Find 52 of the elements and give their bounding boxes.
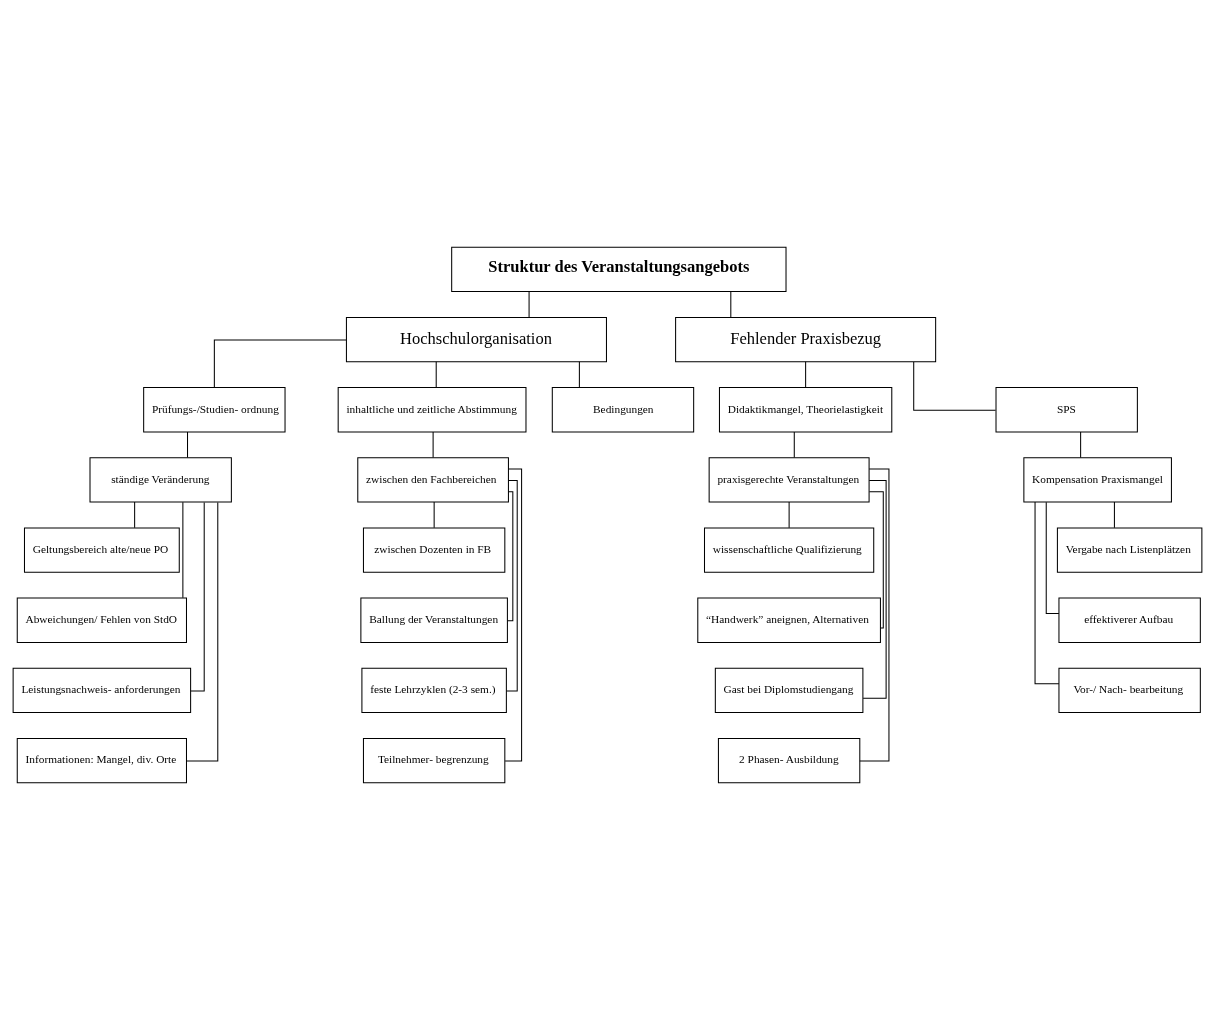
node-box: Kompensation Praxismangel: [1022, 457, 1172, 503]
connector: [793, 431, 795, 459]
node-box: feste Lehrzyklen (2-3 sem.): [360, 667, 507, 714]
connector: [912, 361, 996, 411]
connector: [862, 479, 887, 699]
node-box: Struktur des Veranstaltungsangebots: [450, 246, 787, 293]
connector: [213, 339, 347, 388]
connector: [506, 491, 513, 622]
node-box: Gast bei Diplomstudiengang: [714, 667, 863, 714]
connector: [868, 491, 884, 629]
node-box: Prüfungs-/Studien- ordnung: [142, 387, 286, 433]
node-box: Teilnehmer- begrenzung: [362, 737, 505, 784]
connector: [432, 431, 434, 459]
connector: [528, 291, 530, 318]
connector: [578, 361, 580, 388]
node-box: zwischen den Fachbereichen: [356, 457, 509, 503]
node-box: Fehlender Praxisbezug: [674, 316, 936, 363]
node-box: Vor-/ Nach- bearbeitung: [1057, 667, 1201, 714]
connector: [505, 479, 518, 692]
connector: [133, 501, 135, 529]
node-box: effektiverer Aufbau: [1057, 597, 1201, 643]
node-box: inhaltliche und zeitliche Abstimmung: [337, 387, 526, 433]
connector: [858, 468, 889, 762]
node-box: Abweichungen/ Fehlen von StdO: [16, 597, 187, 643]
connector: [1034, 501, 1059, 685]
connector: [504, 468, 522, 762]
connector: [1045, 501, 1059, 615]
node-box: Geltungsbereich alte/neue PO: [23, 527, 180, 573]
node-box: Leistungsnachweis- anforderungen: [12, 667, 191, 714]
connector: [181, 501, 183, 599]
connector: [1113, 501, 1115, 529]
connector: [435, 361, 437, 388]
connector: [185, 501, 218, 762]
node-box: wissenschaftliche Qualifizierung: [703, 527, 874, 573]
connector: [788, 501, 790, 529]
node-box: Hochschulorganisation: [345, 316, 607, 363]
connector: [729, 291, 731, 318]
node-box: Informationen: Mangel, div. Orte: [16, 737, 187, 784]
connector: [433, 501, 435, 529]
node-box: Ballung der Veranstaltungen: [359, 597, 508, 643]
connector: [1079, 431, 1081, 459]
connector: [804, 361, 806, 388]
node-box: ständige Veränderung: [89, 457, 232, 503]
node-box: “Handwerk” aneignen, Alternativen: [696, 597, 881, 643]
connector: [186, 431, 188, 459]
node-box: 2 Phasen- Ausbildung: [717, 737, 860, 784]
node-box: Didaktikmangel, Theorielastigkeit: [718, 387, 892, 433]
node-box: Bedingungen: [551, 387, 694, 433]
node-box: Vergabe nach Listenplätzen: [1056, 527, 1202, 573]
node-box: SPS: [995, 387, 1138, 433]
node-box: praxisgerechte Veranstaltungen: [708, 457, 870, 503]
node-box: zwischen Dozenten in FB: [362, 527, 505, 573]
